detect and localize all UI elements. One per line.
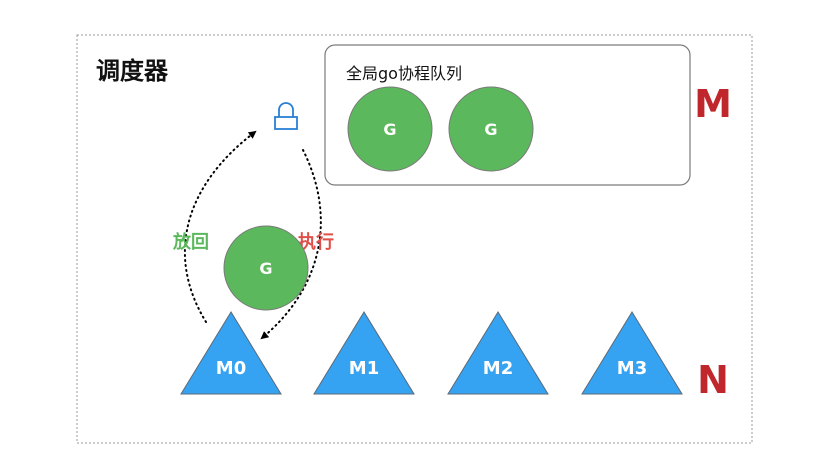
lock-icon: [274, 102, 298, 130]
thread-label: M1: [349, 358, 379, 379]
thread-m3: M3: [581, 311, 683, 395]
thread-m2: M2: [447, 311, 549, 395]
n-side-label: N: [697, 358, 729, 402]
thread-label: M0: [216, 358, 246, 379]
global-queue-goroutine: G: [448, 86, 534, 172]
thread-m0: M0: [180, 311, 282, 395]
execute-label: 执行: [298, 231, 334, 253]
goroutine-label: G: [484, 120, 497, 139]
goroutine-label: G: [383, 120, 396, 139]
running-goroutine: G: [223, 225, 309, 311]
execute-arrow: [260, 149, 322, 340]
global-queue-box: [324, 44, 691, 186]
scheduler-container: [76, 34, 753, 444]
scheduler-title: 调度器: [96, 57, 169, 85]
thread-label: M3: [617, 358, 647, 379]
global-queue-label: 全局go协程队列: [346, 64, 462, 83]
global-queue-goroutine: G: [347, 86, 433, 172]
put-back-label: 放回: [172, 231, 209, 253]
thread-m1: M1: [313, 311, 415, 395]
running-goroutine-label: G: [259, 259, 272, 278]
put-back-arrow: [184, 130, 257, 323]
m-side-label: M: [694, 82, 732, 126]
thread-label: M2: [483, 358, 513, 379]
